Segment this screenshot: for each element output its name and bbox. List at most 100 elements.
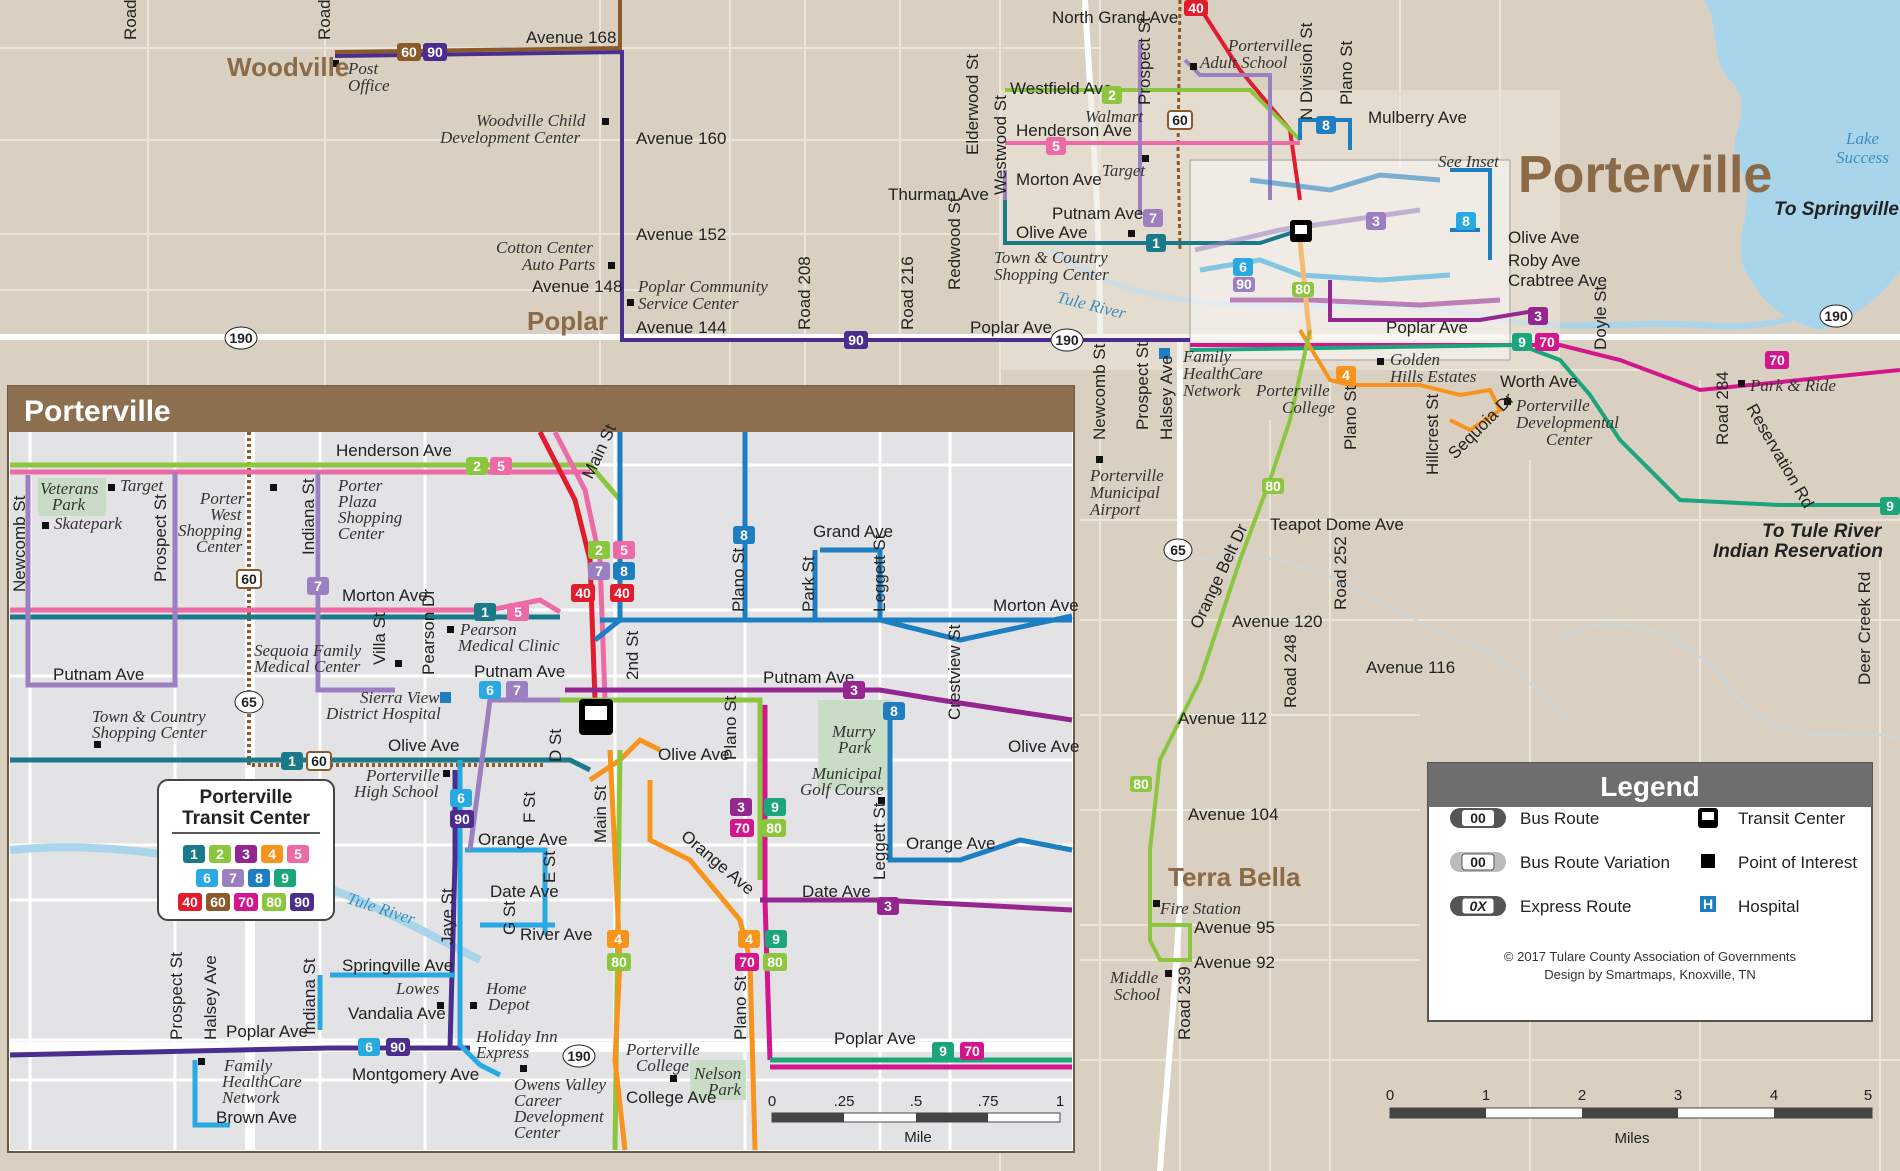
hospital-icon (1159, 348, 1170, 359)
route-badge-9: 9 (1518, 334, 1526, 350)
route-badge-3: 3 (884, 898, 892, 914)
route-badge-4: 4 (614, 931, 622, 947)
inset-plano-st-center: Plano St (721, 695, 740, 760)
inset-skatepark: Skatepark (54, 514, 122, 533)
poplar-ave-east-label: Poplar Ave (1386, 318, 1468, 337)
hillcrest-st-label: Hillcrest St (1423, 393, 1442, 475)
thurman-ave-label: Thurman Ave (888, 185, 989, 204)
scale-unit: Miles (1614, 1130, 1649, 1147)
route-badge-80: 80 (611, 954, 627, 970)
route-badge-70: 70 (1769, 352, 1785, 368)
scale-tick-5: 5 (1864, 1087, 1872, 1104)
inset-brown-ave: Brown Ave (216, 1108, 297, 1127)
transit-center-badge-bg (206, 893, 230, 911)
highway-190-shield: 190 (1055, 332, 1079, 348)
crabtree-ave-label: Crabtree Ave (1508, 271, 1607, 290)
avenue-92-label: Avenue 92 (1194, 953, 1275, 972)
plano-st-south-label: Plano St (1341, 385, 1360, 450)
road-284-label: Road 284 (1713, 371, 1732, 445)
transit-center-title-2: Transit Center (182, 808, 310, 829)
transit-center-route-80: 80 (266, 894, 282, 910)
road-label: Road (315, 0, 334, 40)
inset-springville-ave: Springville Ave (342, 956, 453, 975)
inset-family-healthcare-2: HealthCare (221, 1072, 302, 1091)
town-country-1: Town & Country (994, 248, 1108, 267)
route-badge-70: 70 (739, 954, 755, 970)
developmental-center-3: Center (1546, 430, 1593, 449)
westfield-ave-label: Westfield Ave (1010, 79, 1112, 98)
road-248-label: Road 248 (1281, 634, 1300, 708)
avenue-116-label: Avenue 116 (1366, 658, 1455, 677)
highway-65-shield: 65 (241, 694, 257, 710)
plano-st-label: Plano St (1337, 40, 1356, 105)
transit-center-badge-bg (290, 893, 314, 911)
inset-sequoia-medical-1: Sequoia Family (254, 641, 362, 660)
legend-bus-route-variation: Bus Route Variation (1520, 853, 1670, 872)
prospect-st-label: Prospect St (1135, 17, 1154, 105)
legend-credit-1: © 2017 Tulare County Association of Gove… (1504, 949, 1797, 964)
lake-label-2: Success (1836, 148, 1889, 167)
inset-holiday-inn-2: Express (475, 1043, 530, 1062)
transit-center-route-60: 60 (210, 894, 226, 910)
inset-home-depot-2: Depot (487, 995, 531, 1014)
westwood-st-label: Westwood St (991, 95, 1010, 195)
route-badge-2: 2 (595, 542, 603, 558)
transit-center-route-1: 1 (190, 846, 198, 862)
inset-sequoia-medical-2: Medical Center (253, 657, 361, 676)
route-badge-5: 5 (514, 604, 522, 620)
north-grand-ave-label: North Grand Ave (1052, 8, 1178, 27)
inset-family-healthcare-3: Network (221, 1088, 280, 1107)
inset-leggett-st-south: Leggett St (870, 802, 889, 880)
route-badge-9: 9 (1886, 498, 1894, 514)
see-inset-label: See Inset (1438, 152, 1500, 171)
transit-center-badge-bg (178, 893, 202, 911)
inset-prospect-st-south: Prospect St (167, 952, 186, 1040)
transit-center-route-7: 7 (229, 870, 237, 886)
route-badge-8: 8 (1322, 117, 1330, 133)
route-badge-80: 80 (766, 820, 782, 836)
route-badge-3: 3 (850, 682, 858, 698)
family-healthcare-1: Family (1182, 347, 1232, 366)
inset-crestview-st: Crestview St (945, 624, 964, 720)
redwood-st-label: Redwood St (945, 197, 964, 290)
route-badge-3: 3 (737, 799, 745, 815)
route-badge-6: 6 (365, 1039, 373, 1055)
child-dev-2: Development Center (439, 128, 581, 147)
route-badge-40: 40 (1188, 0, 1204, 16)
morton-ave-label: Morton Ave (1016, 170, 1102, 189)
olive-ave-label: Olive Ave (1016, 223, 1088, 242)
poplar-ave-label: Poplar Ave (970, 318, 1052, 337)
transit-center-badge-bg (196, 869, 218, 887)
park-ride-label: Park & Ride (1749, 376, 1836, 395)
inset-title: Porterville (24, 395, 171, 428)
inset-d-st: D St (546, 729, 565, 762)
route-badge-90: 90 (454, 811, 470, 827)
inset-nelson-park-1: Nelson (693, 1064, 741, 1083)
walmart-label: Walmart (1085, 107, 1144, 126)
route-badge-9: 9 (939, 1043, 947, 1059)
golden-hills-1: Golden (1390, 350, 1440, 369)
transit-center-route-5: 5 (294, 846, 302, 862)
inset-indiana-st-south: Indiana St (300, 958, 319, 1035)
route-badge-8: 8 (890, 703, 898, 719)
legend-title: Legend (1600, 771, 1700, 802)
transit-center-route-3: 3 (242, 846, 250, 862)
route-badge-1: 1 (288, 753, 296, 769)
inset-murry-park-2: Park (837, 738, 872, 757)
route-badge-6: 6 (1239, 259, 1247, 275)
route-badge-4: 4 (1342, 367, 1350, 383)
transit-center-route-9: 9 (281, 870, 289, 886)
inset-putnam-ave-east: Putnam Ave (763, 668, 854, 687)
road-216-label: Road 216 (898, 256, 917, 330)
inset-morton-ave: Morton Ave (342, 586, 428, 605)
route-badge-3: 3 (1534, 308, 1542, 324)
road-252-label: Road 252 (1331, 536, 1350, 610)
inset-2nd-st: 2nd St (623, 631, 642, 680)
elderwood-st-label: Elderwood St (963, 54, 982, 155)
porterville-college-1: Porterville (1255, 381, 1330, 400)
inset-owens-valley-4: Center (514, 1123, 561, 1142)
prospect-st-south-label: Prospect St (1133, 342, 1152, 430)
lake-success (1705, 0, 1900, 330)
route-badge-60: 60 (241, 571, 257, 587)
inset-town-country-2: Shopping Center (92, 723, 207, 742)
